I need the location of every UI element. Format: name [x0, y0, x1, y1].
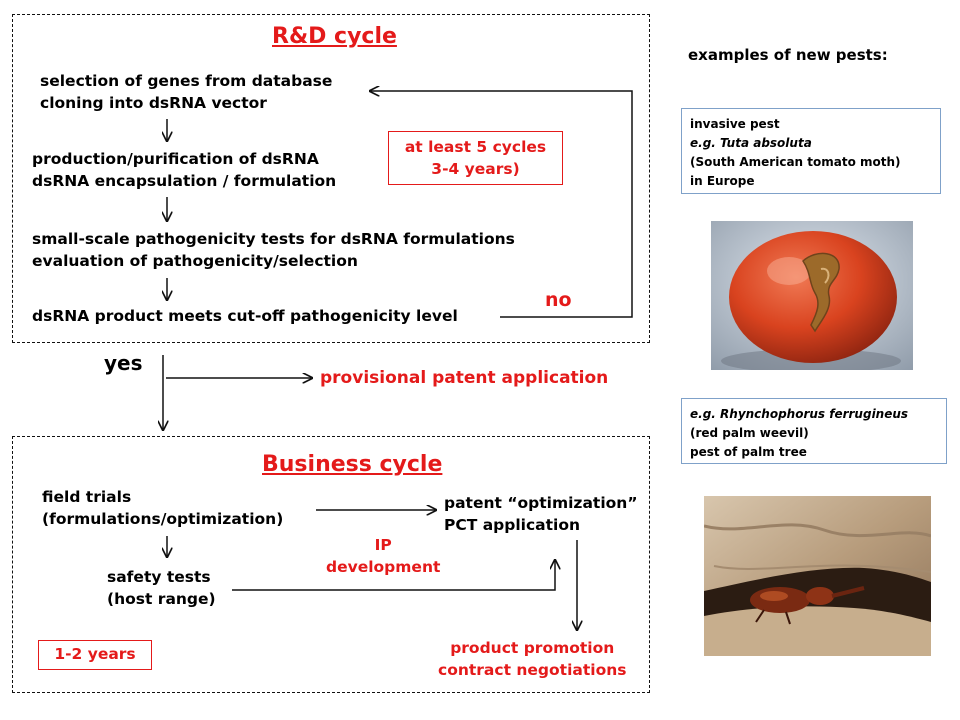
safety-tests-step: safety tests (host range) [107, 568, 216, 608]
product-promotion-step: product promotion contract negotiations [438, 639, 627, 679]
cycles-duration-box: at least 5 cycles 3-4 years) [388, 131, 563, 185]
tomato-photo [711, 221, 913, 370]
arrow-no-loop [370, 91, 633, 318]
rd-step-select-genes: selection of genes from database cloning… [40, 72, 333, 112]
field-trials-step: field trials (formulations/optimization) [42, 488, 284, 528]
business-cycle-panel [12, 436, 650, 693]
pest1-box: invasive pest e.g. Tuta absoluta (South … [681, 108, 941, 194]
rd-step-cutoff: dsRNA product meets cut-off pathogenicit… [32, 307, 458, 325]
provisional-patent-label: provisional patent application [320, 368, 609, 388]
rd-cycle-panel [12, 14, 650, 343]
weevil-photo [704, 496, 931, 656]
arrow-safety-to-patent [232, 560, 555, 591]
no-label: no [545, 289, 572, 311]
ip-development-label: IP development [326, 536, 441, 576]
business-cycle-title: Business cycle [262, 452, 443, 477]
examples-heading: examples of new pests: [688, 46, 888, 64]
patent-optimization-step: patent “optimization” PCT application [444, 494, 638, 534]
yes-label: yes [104, 351, 143, 375]
rd-step-production: production/purification of dsRNA dsRNA e… [32, 150, 337, 190]
pest2-box: e.g. Rhynchophorus ferrugineus (red palm… [681, 398, 947, 464]
weevil-image-icon [704, 496, 931, 656]
rd-step-pathogenicity-tests: small-scale pathogenicity tests for dsRN… [32, 230, 515, 270]
rd-cycle-title: R&D cycle [272, 24, 397, 49]
tomato-image-icon [711, 221, 913, 370]
years-duration-box: 1-2 years [38, 640, 152, 670]
